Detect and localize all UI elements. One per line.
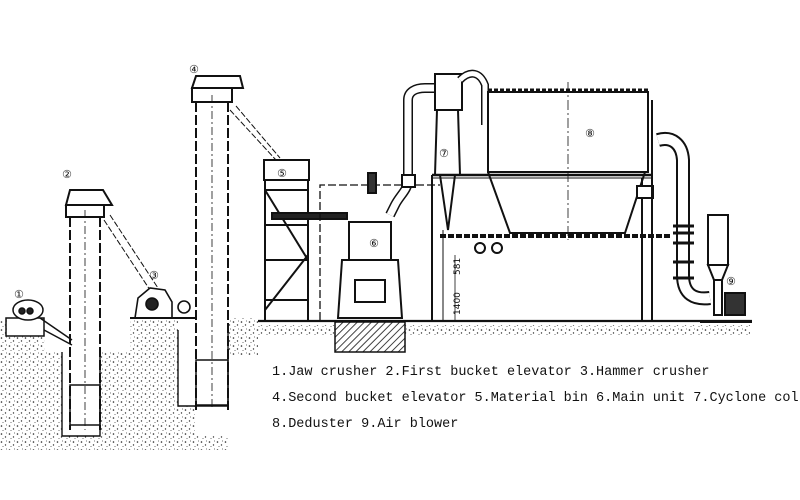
dimension-581: 581: [453, 258, 463, 275]
callouts: ① ② ③ ④ ⑤ ⑥ ⑦ ⑧ ⑨: [14, 63, 736, 301]
hammer-crusher: [130, 287, 196, 319]
first-bucket-elevator: [64, 189, 159, 430]
second-bucket-elevator: [190, 75, 281, 410]
callout-7: ⑦: [439, 147, 449, 160]
deduster: [432, 82, 670, 320]
callout-3: ③: [149, 269, 159, 282]
legend-line-1: 1.Jaw crusher 2.First bucket elevator 3.…: [272, 365, 710, 380]
air-blower: [656, 132, 752, 323]
ground: [0, 318, 752, 450]
callout-2: ②: [62, 168, 72, 181]
main-unit: [319, 83, 440, 320]
material-bin: [263, 159, 348, 320]
cyclone-collector: [431, 69, 489, 320]
jaw-crusher: [5, 299, 73, 346]
dimension-1400: 1400: [453, 292, 463, 315]
callout-9: ⑨: [726, 275, 736, 288]
legend-line-2: 4.Second bucket elevator 5.Material bin …: [272, 391, 800, 406]
legend: 1.Jaw crusher 2.First bucket elevator 3.…: [272, 360, 800, 438]
callout-8: ⑧: [585, 127, 595, 140]
legend-line-3: 8.Deduster 9.Air blower: [272, 417, 459, 432]
dimensions: 581 1400: [453, 255, 463, 320]
callout-1: ①: [14, 288, 24, 301]
callout-4: ④: [189, 63, 199, 76]
callout-5: ⑤: [277, 167, 287, 180]
callout-6: ⑥: [369, 237, 379, 250]
